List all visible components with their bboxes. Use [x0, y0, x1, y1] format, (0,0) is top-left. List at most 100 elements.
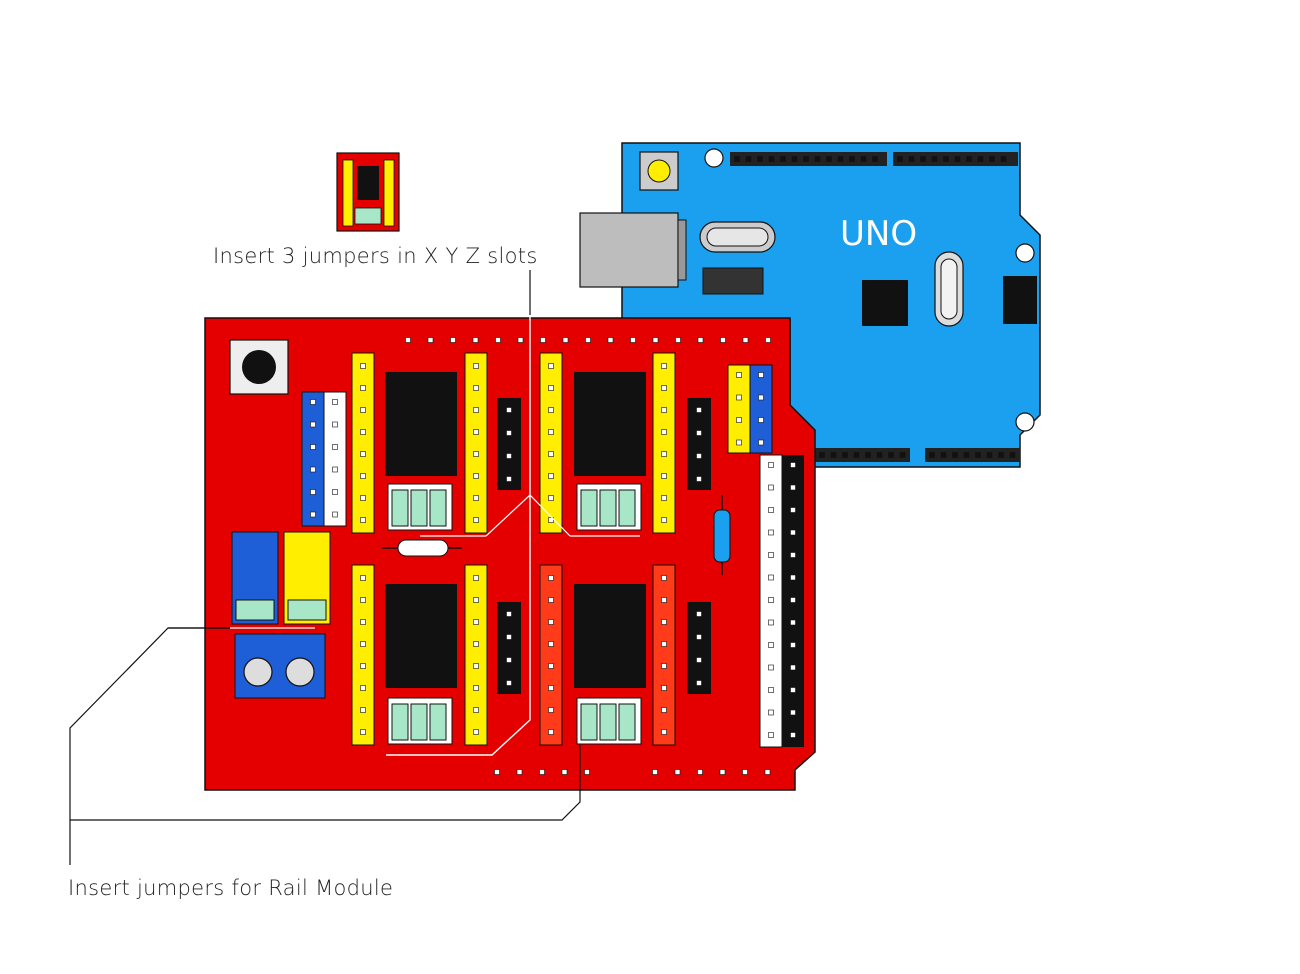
mount-hole-icon	[704, 148, 724, 168]
pin-icon	[360, 407, 366, 413]
pin-icon	[548, 385, 554, 391]
pin-icon	[998, 452, 1004, 458]
pin-icon	[1009, 452, 1016, 458]
pin-icon	[719, 769, 726, 775]
pin-icon	[506, 476, 512, 482]
motor-connector-x	[497, 398, 521, 490]
pin-icon	[757, 156, 763, 162]
pin-icon	[966, 156, 972, 162]
pin-icon	[360, 597, 366, 603]
pin-icon	[661, 451, 667, 457]
pin-icon	[360, 707, 366, 713]
pin-icon	[473, 663, 479, 669]
uno-reset-button[interactable]	[639, 151, 679, 191]
mount-hole-icon	[1015, 412, 1035, 432]
pin-icon	[548, 619, 554, 625]
pin-icon	[630, 337, 636, 343]
pin-icon	[562, 337, 569, 343]
pin-icon	[517, 337, 524, 343]
spindle-header	[727, 364, 773, 454]
pin-icon	[473, 575, 479, 581]
pin-icon	[790, 484, 796, 491]
pin-icon	[888, 452, 894, 458]
pin-icon	[506, 611, 512, 617]
pin-icon	[607, 337, 614, 343]
pin-icon	[696, 634, 702, 640]
pin-icon	[473, 685, 479, 691]
pin-icon	[768, 732, 774, 738]
pin-icon	[310, 466, 316, 473]
pin-icon	[768, 574, 774, 581]
pin-icon	[506, 407, 512, 413]
pin-icon	[742, 769, 748, 775]
pin-icon	[768, 156, 775, 162]
pin-icon	[790, 709, 796, 716]
pin-icon	[548, 685, 554, 691]
pin-icon	[696, 680, 702, 686]
pin-icon	[661, 597, 667, 603]
pin-icon	[473, 619, 479, 625]
reset-button-icon[interactable]	[229, 339, 289, 395]
pin-icon	[548, 641, 554, 647]
pin-icon	[674, 769, 681, 775]
pin-icon	[853, 452, 860, 458]
pin-icon	[790, 507, 796, 513]
jumper-instruction-caption: Insert 3 jumpers in X Y Z slots	[213, 244, 538, 268]
pin-icon	[696, 476, 702, 482]
rail-module-caption: Insert jumpers for Rail Module	[68, 876, 394, 900]
pin-icon	[768, 484, 774, 491]
pin-icon	[803, 156, 809, 162]
pin-icon	[310, 489, 316, 495]
pin-icon	[506, 453, 512, 459]
pin-icon	[764, 769, 771, 775]
pin-icon	[768, 462, 774, 468]
pin-icon	[548, 473, 554, 479]
pin-icon	[360, 429, 366, 435]
pin-icon	[561, 769, 568, 775]
pin-icon	[548, 517, 554, 523]
pin-icon	[790, 574, 796, 581]
pin-icon	[360, 451, 366, 457]
pin-icon	[876, 452, 883, 458]
rail-jumper-blue	[231, 531, 279, 625]
cnc-shield-board	[204, 156, 1016, 791]
pin-icon	[872, 156, 878, 162]
pin-icon	[548, 575, 554, 581]
pin-icon	[758, 372, 764, 378]
pin-icon	[506, 680, 512, 686]
jumper-icon	[391, 489, 447, 527]
pin-icon	[758, 394, 764, 401]
pin-icon	[697, 769, 703, 775]
pin-icon	[734, 156, 740, 162]
uno-header-bottom-left	[815, 448, 910, 462]
pin-icon	[790, 687, 796, 693]
pin-icon	[473, 495, 479, 501]
capacitor-icon	[382, 539, 462, 557]
pin-icon	[540, 337, 546, 343]
pin-icon	[661, 575, 667, 581]
pin-icon	[539, 769, 545, 775]
pin-icon	[661, 663, 667, 669]
pin-icon	[696, 407, 702, 413]
pin-icon	[696, 611, 702, 617]
uno-board: UNO	[579, 142, 1041, 468]
callout-lines	[69, 270, 640, 865]
pin-icon	[768, 664, 774, 671]
pin-icon	[473, 473, 479, 479]
pin-icon	[473, 385, 479, 391]
motor-connector-y	[687, 398, 711, 490]
pin-icon	[506, 657, 512, 663]
pin-icon	[506, 634, 512, 640]
pin-icon	[1000, 156, 1007, 162]
pin-icon	[661, 707, 667, 713]
pin-icon	[310, 444, 316, 450]
pin-icon	[360, 363, 366, 369]
pin-icon	[790, 664, 796, 671]
pin-icon	[332, 444, 338, 450]
pin-icon	[790, 552, 796, 558]
pin-icon	[790, 619, 796, 626]
pin-icon	[768, 619, 774, 626]
pin-icon	[860, 156, 867, 162]
pin-icon	[736, 394, 742, 401]
